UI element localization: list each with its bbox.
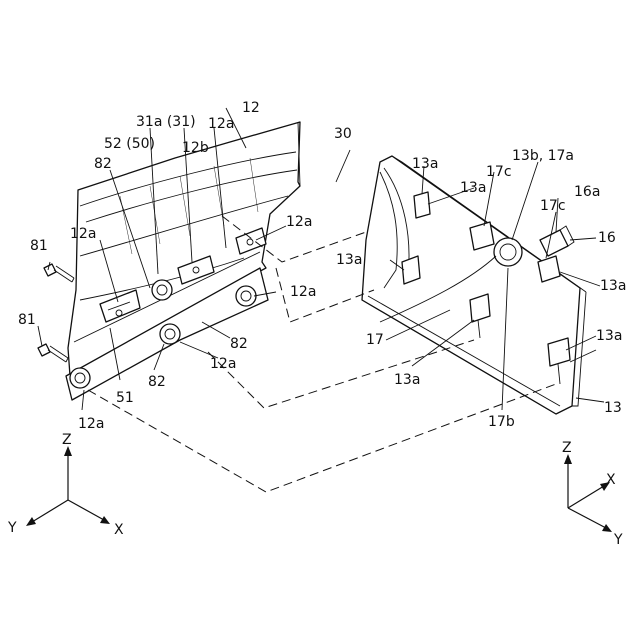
axis-right-z: Z [562, 440, 572, 456]
label-13b-17a: 13b, 17a [512, 148, 574, 164]
label-82-low: 82 [148, 374, 166, 390]
axes-left: Z Y X [7, 432, 124, 538]
label-30: 30 [334, 126, 352, 142]
label-17c-1: 17c [486, 164, 512, 180]
label-13a-5: 13a [596, 328, 622, 344]
label-12a-lowmid: 12a [210, 356, 236, 372]
label-13a-1: 13a [412, 156, 438, 172]
label-81-bot: 81 [18, 312, 36, 328]
label-12a-left: 12a [70, 226, 96, 242]
label-13a-2: 13a [460, 180, 486, 196]
label-81-top: 81 [30, 238, 48, 254]
label-52: 52 (50) [104, 136, 155, 152]
label-13a-6: 13a [394, 372, 420, 388]
axis-right-x: X [606, 472, 616, 488]
axes-right: Z X Y [562, 440, 623, 548]
label-12a-mid: 12a [290, 284, 316, 300]
label-12-top: 12 [242, 100, 260, 116]
label-31a: 31a (31) [136, 114, 196, 130]
axis-right-y: Y [613, 532, 623, 548]
label-13a-4: 13a [600, 278, 626, 294]
label-82-mid: 82 [230, 336, 248, 352]
label-17b: 17b [488, 414, 515, 430]
label-16: 16 [598, 230, 616, 246]
label-51: 51 [116, 390, 134, 406]
label-82-top: 82 [94, 156, 112, 172]
label-12a-bot: 12a [78, 416, 104, 432]
label-12a-right: 12a [286, 214, 312, 230]
axis-left-x: X [114, 522, 124, 538]
label-13: 13 [604, 400, 622, 416]
screw-81-lower [38, 344, 68, 362]
label-17c-2: 17c [540, 198, 566, 214]
label-13a-3: 13a [336, 252, 362, 268]
label-16a: 16a [574, 184, 600, 200]
axis-left-y: Y [7, 520, 17, 536]
label-12a-top: 12a [208, 116, 234, 132]
label-17: 17 [366, 332, 384, 348]
axis-left-z: Z [62, 432, 72, 448]
label-12b: 12b [182, 140, 209, 156]
